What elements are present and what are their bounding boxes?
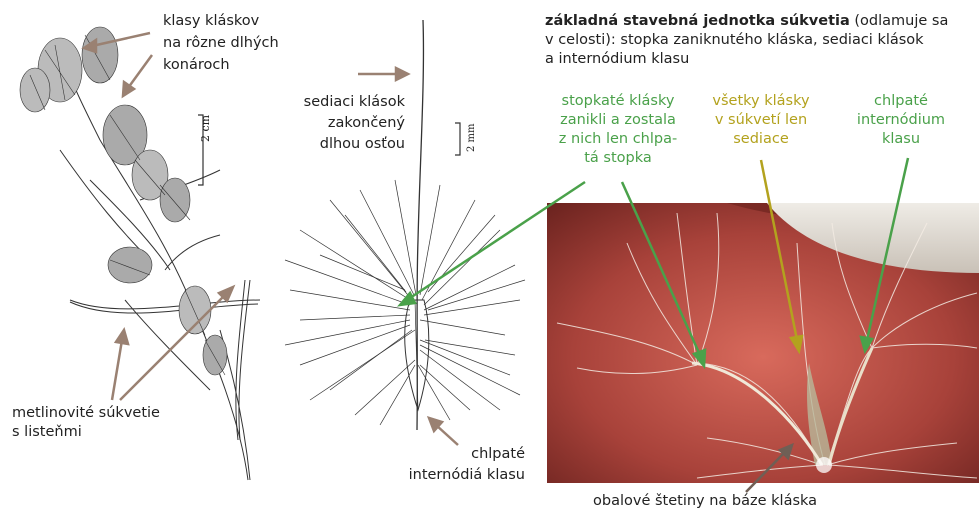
scale-2cm-label: 2 cm	[196, 115, 215, 142]
sessile-all-label: všetky klásky v súkvetí len sediace	[700, 92, 822, 149]
scale-2mm-label: 2 mm	[462, 123, 481, 152]
spikelet-clusters-label: klasy kláskov na rôzne dlhých konároch	[163, 12, 279, 75]
pedicel-label: stopkaté klásky zanikli a zostala z nich…	[548, 92, 688, 168]
rachis-internode-label: chlpaté internódium klasu	[846, 92, 956, 149]
hairy-internodes-label: chlpaté internódiá klasu	[409, 445, 525, 485]
sessile-spikelet-label: sediaci klások zakončený dlhou osťou	[304, 93, 405, 154]
unit-description: základná stavebná jednotka súkvetia (odl…	[545, 12, 948, 69]
panicle-label: metlinovité súkvetie s listeňmi	[12, 404, 160, 442]
involucre-bristles-label: obalové štetiny na báze kláska	[593, 492, 817, 511]
